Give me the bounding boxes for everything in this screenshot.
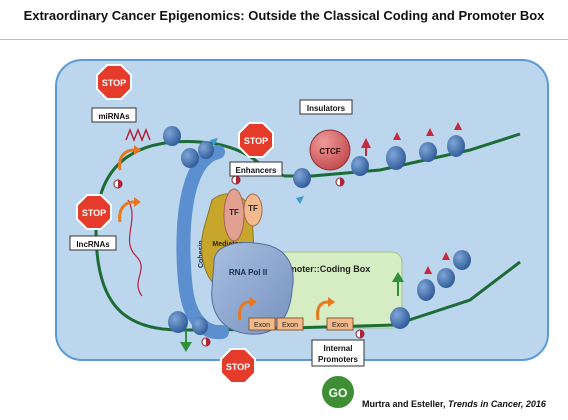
internal-promoters-label-box [311, 339, 365, 367]
red-up-arrow-icon [393, 132, 401, 140]
tf-label-2: TF [248, 204, 258, 213]
nucleosome [181, 148, 199, 168]
go-sign-circle [320, 374, 356, 410]
insulators-label: Insulators [307, 104, 346, 113]
orange-arrow-promoter [238, 300, 251, 321]
tf-label-1: TF [229, 208, 239, 217]
nucleosome [293, 168, 311, 188]
methylation-fill [236, 176, 240, 184]
exon-group: Exon Exon Exon [248, 317, 354, 331]
blue-arrow-icon [210, 138, 218, 146]
methylation-fill [360, 330, 364, 338]
ctcf-protein [309, 129, 351, 171]
cohesin-label: Cohesin [198, 240, 205, 268]
exon-box-2 [276, 317, 304, 331]
exon-box-1 [248, 317, 276, 331]
nucleosome [198, 141, 214, 159]
stop-sign-icon: STOP [96, 64, 132, 100]
nucleosome [386, 146, 406, 170]
stop-sign-text: STOP [244, 136, 268, 146]
methylation-fill [340, 178, 344, 186]
red-up-arrow-icon [424, 266, 432, 274]
lncrnas-label-box [69, 235, 117, 251]
blue-arrow-icon [296, 196, 304, 204]
nucleosomes [163, 126, 471, 335]
dna-strand-loop [94, 140, 395, 332]
exon-label-1: Exon [254, 322, 270, 329]
citation: Murtra and Esteller, Trends in Cancer, 2… [362, 399, 546, 409]
orange-arrowhead-mirna [134, 145, 141, 155]
nucleosome [163, 126, 181, 146]
orange-arrowhead-lncrna [134, 197, 141, 207]
rna-pol-ii-label: RNA Pol II [229, 268, 267, 277]
go-sign-icon: GO [320, 374, 356, 410]
green-up-arrow-icon [392, 272, 404, 282]
red-up-arrow-icon [454, 122, 462, 130]
internal-promoters-label-line2: Promoters [318, 355, 359, 364]
citation-authors: Murtra and Esteller, [362, 399, 446, 409]
nucleosome [419, 142, 437, 162]
red-up-arrow-icon [442, 252, 450, 260]
orange-arrow-internal [316, 300, 329, 321]
nucleosome [447, 135, 465, 157]
go-sign-text: GO [329, 386, 348, 400]
mediator-label: Mediator [212, 241, 241, 248]
dna-strand-lower-right [393, 260, 521, 327]
lncrna-squiggle [127, 199, 143, 297]
enhancers-label: Enhancers [236, 166, 277, 175]
nucleosome [453, 250, 471, 270]
red-up-arrow-icon [361, 138, 371, 148]
ctcf-label: CTCF [319, 147, 340, 156]
methylation-fill [118, 180, 122, 188]
citation-journal: Trends in Cancer, 2016 [448, 399, 546, 409]
stop-sign-icon: STOP [220, 348, 256, 384]
nucleosome [437, 268, 455, 288]
histone-marks [180, 122, 462, 352]
nucleosome [351, 156, 369, 176]
promoter-coding-box-label: Promoter::Coding Box [274, 264, 371, 274]
title-divider [0, 39, 568, 40]
methylation-marks [113, 175, 365, 347]
orange-arrowhead-promoter [250, 297, 257, 307]
exon-label-3: Exon [332, 322, 348, 329]
exon-label-2: Exon [282, 322, 298, 329]
mirna-squiggle [125, 127, 151, 143]
orange-arrow-lncrna [118, 200, 135, 223]
internal-promoters-label-line1: Internal [324, 344, 353, 353]
stop-sign-text: STOP [102, 78, 126, 88]
green-down-arrow-icon [180, 342, 192, 352]
mirnas-label: miRNAs [98, 112, 130, 121]
page-title: Extraordinary Cancer Epigenomics: Outsid… [23, 8, 545, 23]
rna-pol-ii [211, 242, 294, 335]
stop-sign-octagon [96, 64, 132, 100]
exon-box-3 [326, 317, 354, 331]
stop-sign-octagon [220, 348, 256, 384]
stop-sign-icon: STOP [76, 194, 112, 230]
stop-sign-octagon [238, 122, 274, 158]
enhancers-label-box [229, 161, 283, 177]
methylation-fill [206, 338, 210, 346]
nucleosome [390, 307, 410, 329]
stop-sign-text: STOP [82, 208, 106, 218]
orange-arrowhead-internal [328, 297, 335, 307]
nucleosome [417, 279, 435, 301]
orange-arrow-mirna [118, 148, 135, 171]
nucleosome [168, 311, 188, 333]
stop-sign-text: STOP [226, 362, 250, 372]
red-up-arrow-icon [426, 128, 434, 136]
stop-sign-octagon [76, 194, 112, 230]
lncrnas-label: lncRNAs [76, 240, 110, 249]
nucleosome [192, 317, 208, 335]
mirnas-label-box [91, 107, 137, 123]
insulators-label-box [299, 99, 353, 115]
stop-sign-icon: STOP [238, 122, 274, 158]
tf-blob-2 [243, 193, 263, 227]
